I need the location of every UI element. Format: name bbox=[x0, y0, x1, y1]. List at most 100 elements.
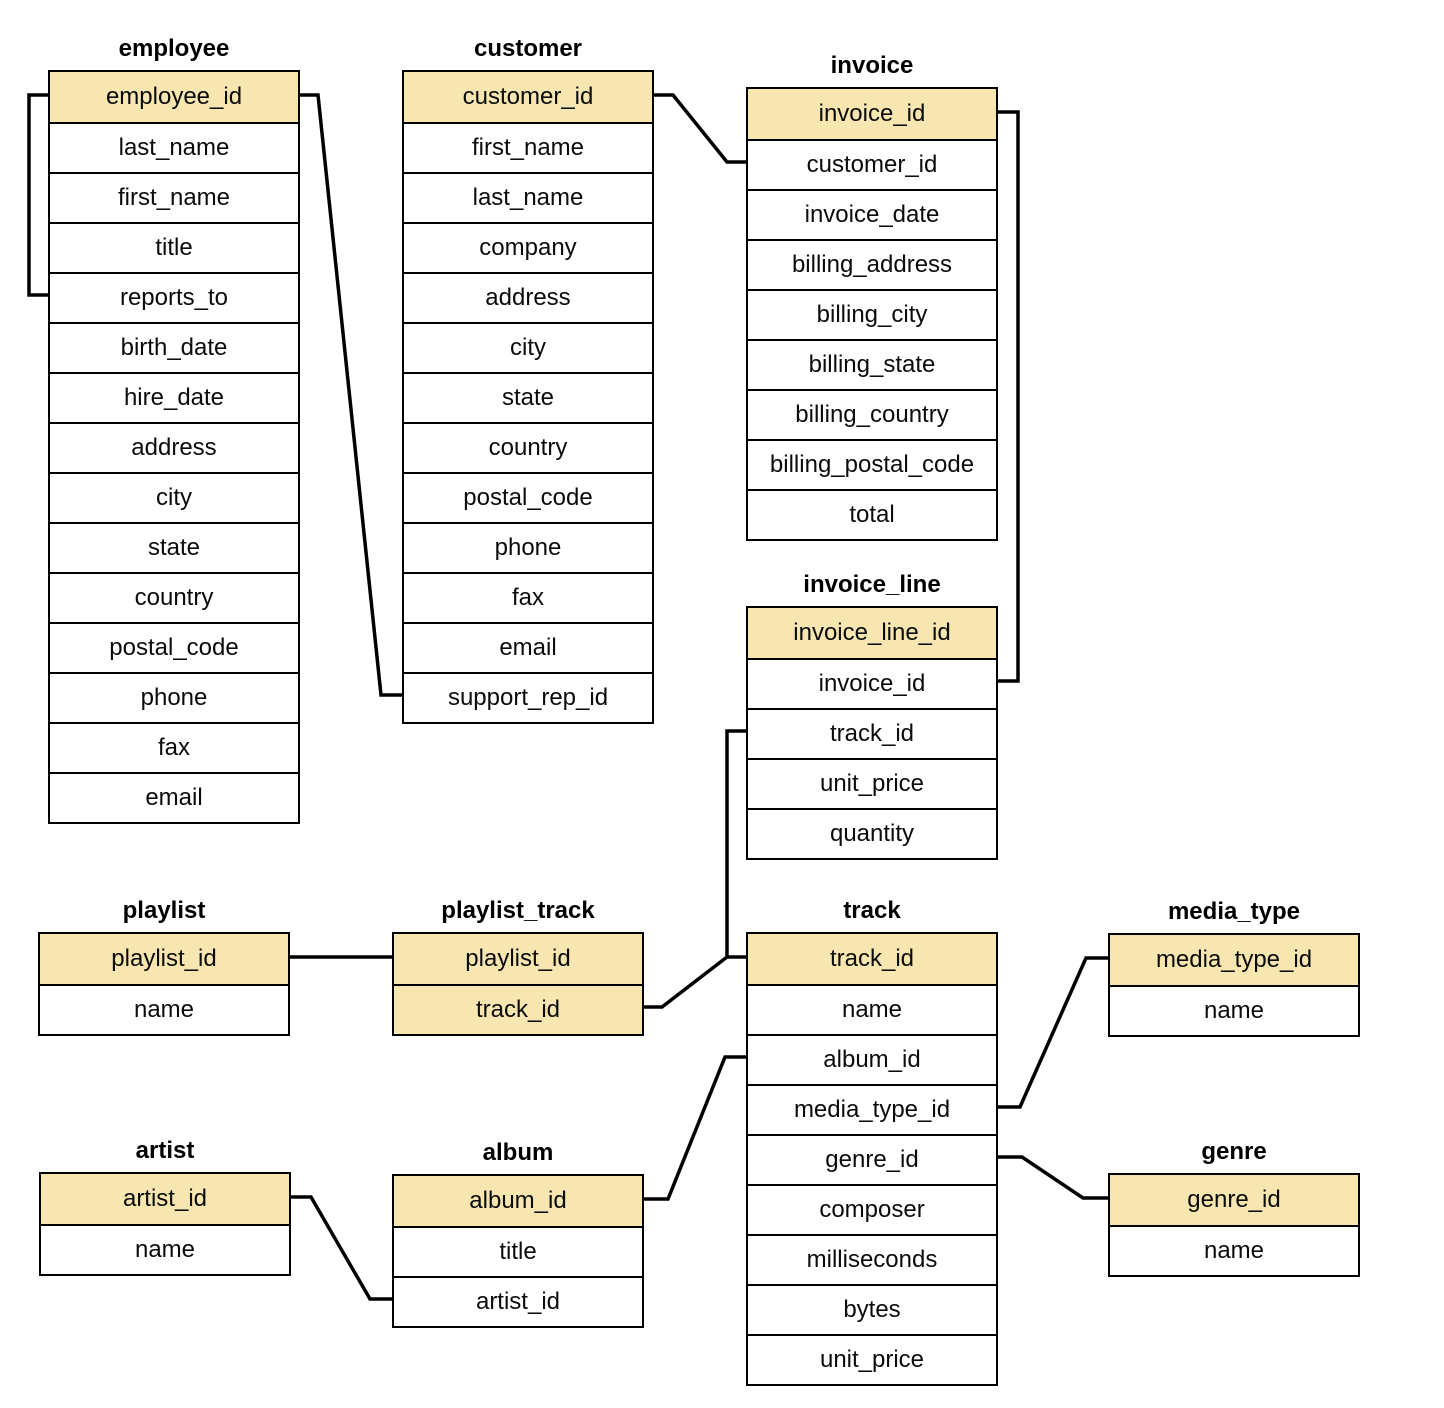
table-row: first_name bbox=[404, 122, 652, 172]
table-row: last_name bbox=[404, 172, 652, 222]
table-row: invoice_date bbox=[748, 189, 996, 239]
table-title: genre bbox=[1201, 1138, 1267, 1165]
table-title: album bbox=[482, 1139, 554, 1166]
edge-artist-album bbox=[291, 1195, 392, 1301]
edge-employee-customer-support-rep bbox=[300, 93, 402, 697]
table-row: milliseconds bbox=[748, 1234, 996, 1284]
table-row: country bbox=[404, 422, 652, 472]
table-row: billing_postal_code bbox=[748, 439, 996, 489]
table-title: invoice bbox=[830, 52, 914, 79]
table-row: billing_state bbox=[748, 339, 996, 389]
table-row: name bbox=[1110, 1225, 1358, 1275]
table-row-primary-key: playlist_id bbox=[394, 934, 642, 984]
table-row: unit_price bbox=[748, 758, 996, 808]
table-row: total bbox=[748, 489, 996, 539]
table-row: state bbox=[404, 372, 652, 422]
edge-track-media-type bbox=[998, 956, 1108, 1109]
table-row: quantity bbox=[748, 808, 996, 858]
table-row: title bbox=[394, 1226, 642, 1276]
table-title: media_type bbox=[1167, 898, 1301, 925]
table-row: address bbox=[404, 272, 652, 322]
table-row: first_name bbox=[50, 172, 298, 222]
table-title: employee bbox=[118, 35, 230, 62]
table-row: phone bbox=[50, 672, 298, 722]
table-row: last_name bbox=[50, 122, 298, 172]
table-row: company bbox=[404, 222, 652, 272]
table-row-primary-key: invoice_line_id bbox=[748, 608, 996, 658]
table-row: name bbox=[40, 984, 288, 1034]
table-row: phone bbox=[404, 522, 652, 572]
table-row: support_rep_id bbox=[404, 672, 652, 722]
table-row-primary-key: playlist_id bbox=[40, 934, 288, 984]
table-row: name bbox=[1110, 985, 1358, 1035]
table-row: title bbox=[50, 222, 298, 272]
table-row-primary-key: genre_id bbox=[1110, 1175, 1358, 1225]
table-row-primary-key: customer_id bbox=[404, 72, 652, 122]
table-row: birth_date bbox=[50, 322, 298, 372]
table-row: hire_date bbox=[50, 372, 298, 422]
table-row: bytes bbox=[748, 1284, 996, 1334]
table-row: name bbox=[748, 984, 996, 1034]
edge-employee-self-reports-to bbox=[27, 93, 48, 297]
edge-invoice-invoice-line bbox=[998, 110, 1020, 683]
table-row-primary-key: invoice_id bbox=[748, 89, 996, 139]
table-row: email bbox=[404, 622, 652, 672]
table-title: invoice_line bbox=[803, 571, 941, 598]
table-row-primary-key: employee_id bbox=[50, 72, 298, 122]
table-row: fax bbox=[50, 722, 298, 772]
table-row: billing_city bbox=[748, 289, 996, 339]
edge-playlist-track-track bbox=[644, 955, 729, 1009]
edge-album-track bbox=[644, 1055, 746, 1201]
table-row: postal_code bbox=[50, 622, 298, 672]
table-row-primary-key: track_id bbox=[394, 984, 642, 1034]
table-row: address bbox=[50, 422, 298, 472]
table-title: playlist_track bbox=[441, 897, 595, 924]
table-row: state bbox=[50, 522, 298, 572]
table-title: artist bbox=[135, 1137, 195, 1164]
table-row: postal_code bbox=[404, 472, 652, 522]
table-row: composer bbox=[748, 1184, 996, 1234]
table-row: media_type_id bbox=[748, 1084, 996, 1134]
table-row: city bbox=[50, 472, 298, 522]
table-row: reports_to bbox=[50, 272, 298, 322]
table-row: artist_id bbox=[394, 1276, 642, 1326]
table-row: genre_id bbox=[748, 1134, 996, 1184]
table-title: customer bbox=[473, 35, 583, 62]
table-row: album_id bbox=[748, 1034, 996, 1084]
table-row: unit_price bbox=[748, 1334, 996, 1384]
table-title: track bbox=[843, 897, 901, 924]
table-row: billing_country bbox=[748, 389, 996, 439]
table-row: customer_id bbox=[748, 139, 996, 189]
table-row: billing_address bbox=[748, 239, 996, 289]
table-row-primary-key: track_id bbox=[748, 934, 996, 984]
table-row: fax bbox=[404, 572, 652, 622]
table-row: track_id bbox=[748, 708, 996, 758]
edge-customer-invoice bbox=[654, 93, 746, 164]
edge-invoice-line-track bbox=[725, 729, 746, 959]
edge-track-genre bbox=[998, 1155, 1108, 1200]
table-row: invoice_id bbox=[748, 658, 996, 708]
table-title: playlist bbox=[122, 897, 206, 924]
table-row-primary-key: artist_id bbox=[41, 1174, 289, 1224]
table-row: country bbox=[50, 572, 298, 622]
